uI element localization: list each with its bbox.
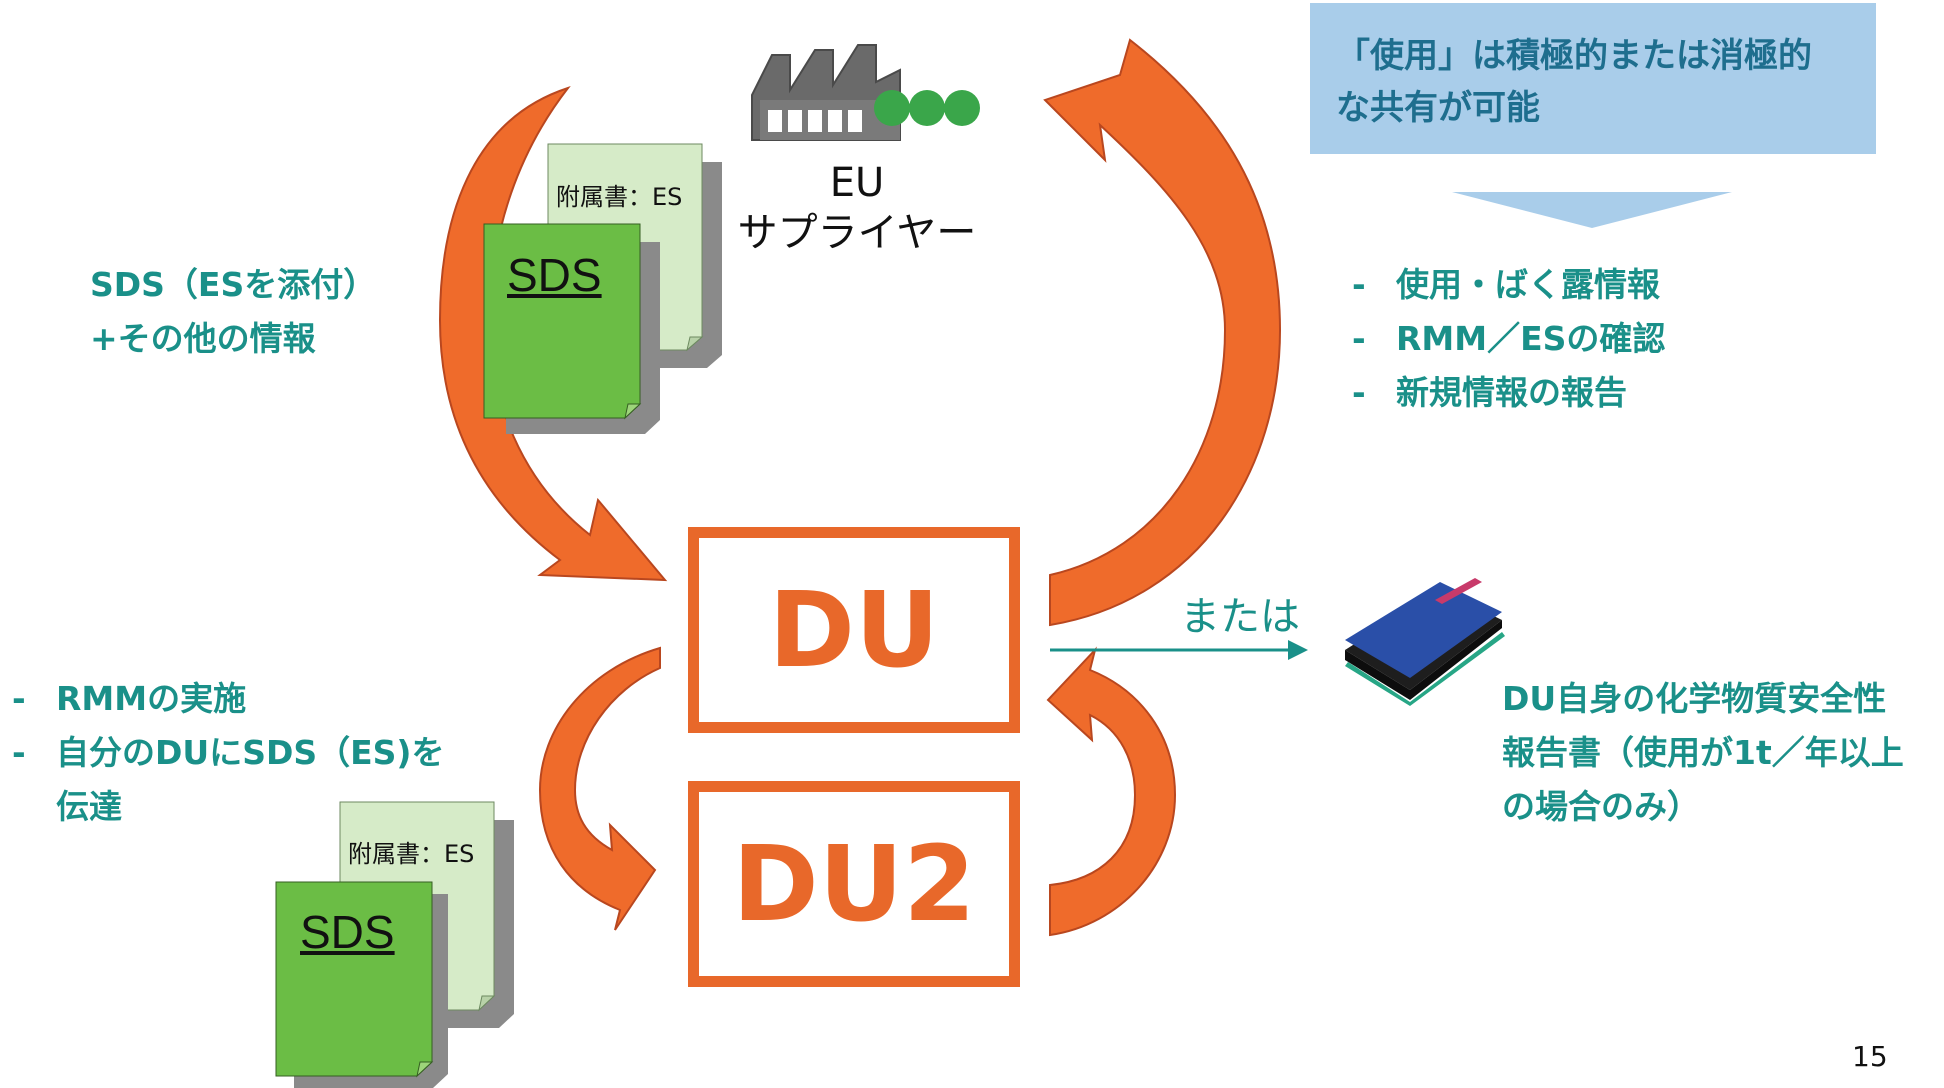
arrow-du-to-du2 xyxy=(538,646,661,931)
supplier-label: EU サプライヤー xyxy=(712,158,1002,258)
report-line-3: の場合のみ） xyxy=(1502,787,1700,826)
list-text: 自分のDUにSDS（ES)を xyxy=(56,733,445,772)
arrow-du-to-supplier xyxy=(1043,38,1282,627)
list-dash: - xyxy=(12,679,26,718)
arrow-du2-to-du xyxy=(1046,646,1177,937)
list-text: RMMの実施 xyxy=(56,679,247,718)
list-dash: - xyxy=(1352,265,1366,304)
or-label: または xyxy=(1180,594,1300,640)
list-item: -使用・ばく露情報 xyxy=(1352,258,1665,312)
du2-label: DU2 xyxy=(732,823,976,945)
supplier-line-1: EU xyxy=(829,160,885,206)
right-info-list: -使用・ばく露情報 -RMM／ESの確認 -新規情報の報告 xyxy=(1352,258,1665,420)
document-stack-top xyxy=(483,143,722,434)
supplier-line-2: サプライヤー xyxy=(737,210,977,256)
left-bottom-list: -RMMの実施 -自分のDUにSDS（ES)を 伝達 xyxy=(12,672,445,834)
callout-box xyxy=(1310,3,1876,154)
report-text: DU自身の化学物質安全性 報告書（使用が1t／年以上 の場合のみ） xyxy=(1502,672,1904,834)
list-dash: - xyxy=(12,733,26,772)
document-stack-bottom xyxy=(275,801,514,1088)
left-top-line-2: +その他の情報 xyxy=(90,319,316,358)
page-number: 15 xyxy=(1852,1040,1888,1073)
du-box: DU xyxy=(688,527,1020,733)
list-item: -RMM／ESの確認 xyxy=(1352,312,1665,366)
annex-label-top: 附属書：ES xyxy=(556,183,683,211)
callout-text: 「使用」は積極的または消極的 な共有が可能 xyxy=(1336,30,1866,134)
left-top-text: SDS（ESを添付） +その他の情報 xyxy=(90,258,376,366)
list-text: 新規情報の報告 xyxy=(1396,373,1627,412)
report-line-2: 報告書（使用が1t／年以上 xyxy=(1502,733,1904,772)
report-book-icon xyxy=(1345,578,1505,706)
sds-label-bottom: SDS xyxy=(300,906,395,958)
callout-line-1: 「使用」は積極的または消極的 xyxy=(1336,36,1812,76)
list-item: -新規情報の報告 xyxy=(1352,366,1665,420)
left-top-line-1: SDS（ESを添付） xyxy=(90,265,377,304)
list-item: -RMMの実施 xyxy=(12,672,445,726)
callout-line-2: な共有が可能 xyxy=(1336,88,1540,128)
du2-box: DU2 xyxy=(688,781,1020,987)
sds-label-top: SDS xyxy=(507,249,602,301)
list-item: -自分のDUにSDS（ES)を xyxy=(12,726,445,780)
callout-pointer xyxy=(1452,192,1732,228)
annex-label-bottom: 附属書：ES xyxy=(348,840,475,868)
list-text: 使用・ばく露情報 xyxy=(1396,265,1660,304)
list-item: 伝達 xyxy=(12,780,445,834)
report-line-1: DU自身の化学物質安全性 xyxy=(1502,679,1887,718)
list-text: RMM／ESの確認 xyxy=(1396,319,1666,358)
list-dash: - xyxy=(1352,319,1366,358)
list-dash: - xyxy=(1352,373,1366,412)
factory-icon xyxy=(751,44,980,141)
du-label: DU xyxy=(768,569,940,691)
list-text: 伝達 xyxy=(56,787,122,826)
